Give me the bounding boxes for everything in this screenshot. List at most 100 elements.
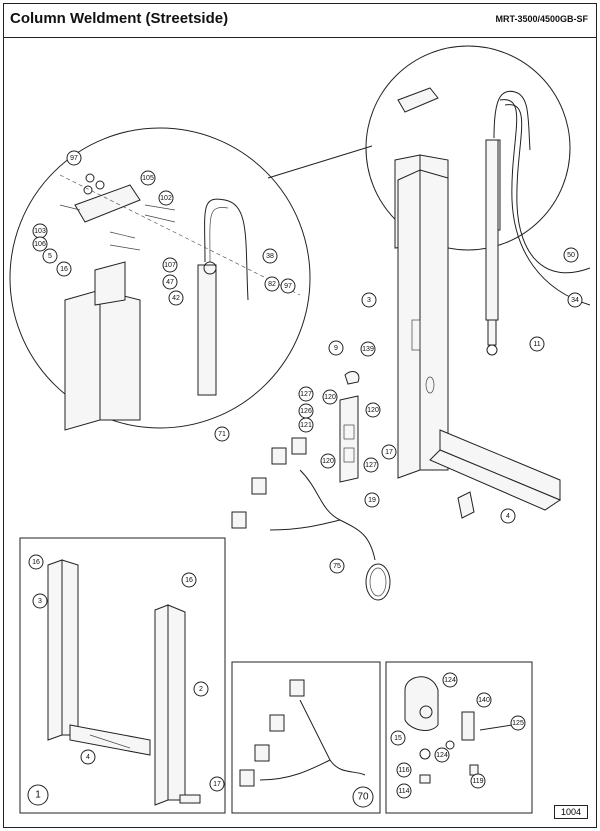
detail-leader-line [267,145,373,179]
callout-c9: 9 [328,340,344,356]
callout-c34: 34 [567,292,583,308]
callout-c17b: 17 [209,776,225,792]
callout-label: 2 [199,686,203,693]
callout-label: 107 [164,262,176,269]
callout-c82: 82 [264,276,280,292]
panel-1 [19,537,226,814]
callout-label: 16 [32,559,40,566]
callout-label: 4 [506,513,510,520]
callout-label: 42 [172,295,180,302]
callout-label: 75 [333,563,341,570]
callout-c4a: 4 [500,508,516,524]
callout-label: 105 [142,175,154,182]
callout-label: 4 [86,754,90,761]
callout-c19: 19 [364,492,380,508]
callout-c107: 107 [162,257,178,273]
callout-label: 139 [362,346,374,353]
panel-1-label: 1 [35,790,41,801]
panel-actuator [385,661,533,814]
page-title: Column Weldment (Streetside) [10,10,229,27]
callout-label: 82 [268,281,276,288]
callout-c38: 38 [262,248,278,264]
callout-label: 17 [213,781,221,788]
callout-c103: 103 [32,223,48,239]
callout-c4b: 4 [80,749,96,765]
column-weldment-main [397,99,591,519]
callout-c71: 71 [214,426,230,442]
callout-label: 97 [284,283,292,290]
callout-label: 34 [571,297,579,304]
callout-c97a: 97 [66,150,82,166]
callout-label: 120 [324,394,336,401]
callout-label: 126 [300,408,312,415]
callout-label: 116 [398,767,409,774]
callout-c15: 15 [390,730,406,746]
callout-label: 124 [436,752,448,759]
callout-c102: 102 [158,190,174,206]
callout-label: 11 [533,341,540,348]
callout-label: 127 [365,462,377,469]
model-number: MRT-3500/4500GB-SF [495,14,588,24]
callout-c106: 106 [32,236,48,252]
callout-label: 103 [34,228,46,235]
callout-label: 47 [166,279,174,286]
callout-label: 16 [60,266,68,273]
panel-70 [231,661,381,814]
callout-c75: 75 [329,558,345,574]
callout-label: 19 [368,497,376,504]
callout-c16a: 16 [56,261,72,277]
callout-label: 120 [322,458,334,465]
callout-label: 121 [300,422,312,429]
callout-c114: 114 [396,783,412,799]
callout-c121: 121 [298,417,314,433]
callout-c140: 140 [476,692,492,708]
callout-label: 5 [48,253,52,260]
callout-c116: 116 [396,762,412,778]
callout-label: 125 [512,720,524,727]
callout-c126: 126 [298,403,314,419]
callout-label: 3 [367,297,371,304]
callout-label: 124 [444,677,456,684]
callout-c120a: 120 [322,389,338,405]
callout-label: 17 [385,449,393,456]
callout-c5: 5 [42,248,58,264]
switch-harness [231,437,391,601]
callout-c124a: 124 [442,672,458,688]
callout-label: 50 [567,252,575,259]
callout-c124b: 124 [434,747,450,763]
callout-label: 9 [334,345,338,352]
callout-c119: 119 [470,773,486,789]
callout-label: 71 [218,431,226,438]
callout-c17a: 17 [381,444,397,460]
detail-circle-right [365,45,571,251]
callout-label: 106 [34,241,46,248]
detail-circle-left [9,127,311,431]
callout-c47: 47 [162,274,178,290]
callout-c50: 50 [563,247,579,263]
callout-label: 102 [160,195,172,202]
callout-c139: 139 [360,341,376,357]
panel-70-label: 70 [357,792,369,803]
callout-label: 114 [398,788,409,795]
callout-label: 140 [478,697,490,704]
callout-c11: 11 [529,336,545,352]
callout-c127a: 127 [298,386,314,402]
callout-c16c: 16 [181,572,197,588]
switch-plate-assembly [339,371,360,483]
callout-label: 120 [367,407,379,414]
callout-c3b: 3 [32,593,48,609]
callout-c120b: 120 [365,402,381,418]
callout-label: 3 [38,598,42,605]
callout-c105: 105 [140,170,156,186]
callout-label: 15 [394,735,402,742]
callout-c97b: 97 [280,278,296,294]
callout-label: 16 [185,577,193,584]
callout-label: 127 [300,391,312,398]
callout-c127b: 127 [363,457,379,473]
callout-label: 97 [70,155,78,162]
callout-c2: 2 [193,681,209,697]
callout-c42: 42 [168,290,184,306]
callout-c3a: 3 [361,292,377,308]
header-divider [3,37,597,38]
